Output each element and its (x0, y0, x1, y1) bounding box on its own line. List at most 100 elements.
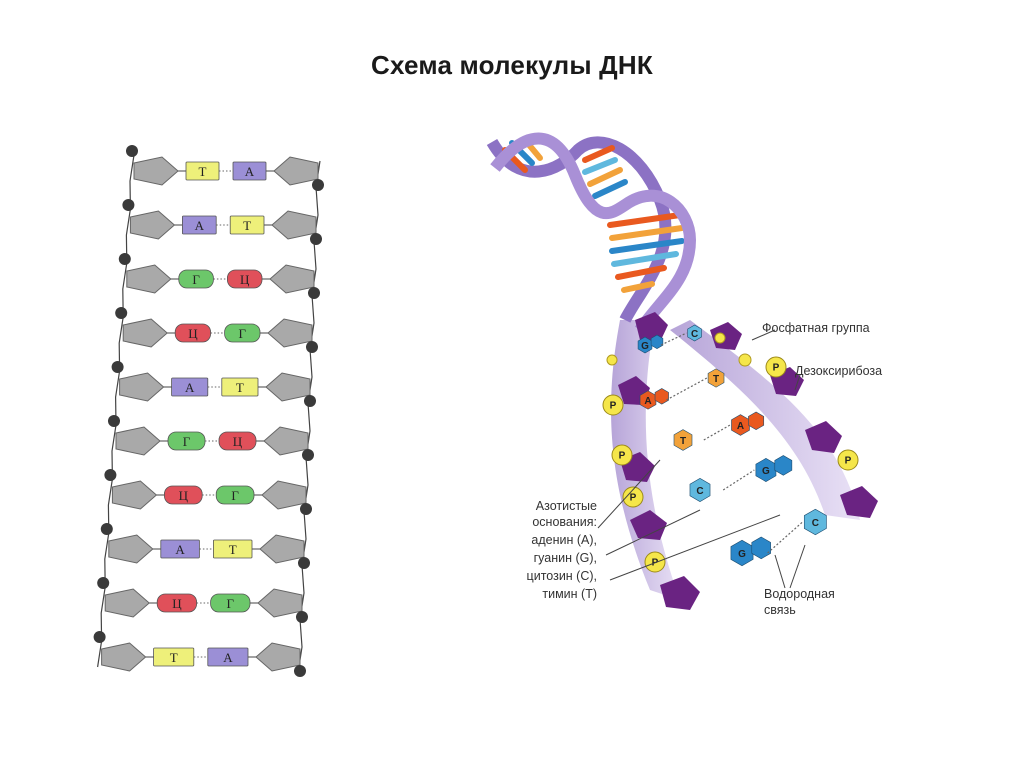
bases-label-line1: Азотистые (536, 499, 597, 513)
phosphate-dot (308, 287, 320, 299)
hydrogen-bond-label-line1: Водородная (764, 587, 835, 601)
base-letter-left: Ц (172, 596, 182, 611)
sugar-pentagon (261, 480, 307, 510)
base-letter-right: Г (231, 488, 239, 503)
phosphate-dot (296, 611, 308, 623)
phosphate-p-circle (602, 394, 624, 416)
phosphate-p-circle (611, 444, 633, 466)
base-letter-right: А (223, 650, 233, 665)
phosphate-p-circle (837, 449, 859, 471)
sugar-pentagon (265, 372, 311, 402)
hydrogen-bond-dots (660, 332, 687, 346)
sugar-pentagon (122, 318, 168, 348)
base-block-right (218, 431, 257, 451)
phosphate-dot (93, 631, 106, 643)
base-hexagon-left (673, 429, 693, 451)
phosphate-dot (97, 577, 110, 589)
phosphate-p-letter: P (845, 456, 852, 467)
phosphate-dot (300, 503, 312, 515)
right-backbone-line (297, 160, 321, 674)
base-block-right (210, 593, 251, 613)
base-letter-right: Т (229, 542, 237, 557)
base-block-right (229, 215, 265, 235)
base-letter-right: C (691, 329, 698, 340)
base-hexagon-left-ring (654, 388, 669, 405)
phosphate-dot (108, 415, 120, 427)
phosphate-p-letter: P (630, 493, 637, 504)
sugar-pentagon (111, 480, 158, 510)
base-letter-left: G (738, 549, 746, 560)
phosphate-p-circle (765, 356, 787, 378)
sugar-pentagon (267, 318, 313, 348)
base-block-right (221, 377, 259, 397)
base-block-right (226, 269, 263, 289)
base-letter-left: G (641, 341, 649, 352)
base-letter-left: Т (170, 650, 178, 665)
base-letter-right: Т (243, 218, 251, 233)
annotation-lines (597, 329, 806, 589)
sugar-pentagon (259, 534, 305, 564)
base-letter-right: Ц (240, 272, 250, 287)
phosphate-dot (122, 199, 135, 211)
helix-base-pair: GC (637, 324, 702, 354)
phosphate-dot (306, 341, 318, 353)
phosphate-circles (606, 332, 752, 367)
base-hexagon-right (803, 508, 827, 536)
bases-label-line2: основания: (532, 515, 597, 529)
phosphate-dot (304, 395, 316, 407)
deoxyribose-label: Дезоксирибоза (795, 364, 882, 378)
base-hexagon-left-ring (751, 536, 771, 560)
base-letter-left: Ц (188, 326, 198, 341)
sugar-pentagon (129, 210, 176, 240)
base-letter-left: А (175, 542, 185, 557)
phosphate-dot (312, 179, 324, 191)
base-hexagon-right (707, 368, 725, 388)
base-letter-left: Т (199, 164, 207, 179)
sugar-pentagon (115, 426, 161, 456)
sugar-pentagon (126, 264, 172, 294)
phosphate-p-circle (622, 486, 644, 508)
base-hexagon-right-ring (774, 455, 793, 476)
base-letter-right: Т (236, 380, 244, 395)
helix-base-pair: GC (730, 508, 827, 567)
phosphate-dot (115, 307, 128, 319)
base-letter-right: Г (227, 596, 235, 611)
sugar-pentagon (255, 642, 301, 672)
base-letter-left: Ц (179, 488, 189, 503)
base-letter-left: T (680, 436, 686, 447)
sugar-pentagon (257, 588, 303, 618)
phosphate-p-letter: P (610, 401, 617, 412)
phosphate-dot (111, 361, 124, 373)
base-letter-right: А (245, 164, 255, 179)
sugar-pentagon (271, 210, 317, 240)
sugar-pentagon (101, 642, 147, 672)
slide-title: Схема молекулы ДНК (371, 50, 653, 80)
base-block-right (224, 323, 261, 343)
base-hexagon-left-ring (650, 334, 664, 349)
base-hexagon-left (689, 478, 711, 502)
hydrogen-bond-dots (703, 424, 731, 441)
base-letter-left: A (644, 396, 651, 407)
cytosine-label: цитозин (С), (527, 569, 597, 583)
base-hexagon-right (687, 324, 702, 342)
guanine-label: гуанин (G), (534, 551, 597, 565)
base-letter-right: Г (239, 326, 247, 341)
helix-twist (486, 132, 697, 334)
phosphate-p-circle (644, 551, 666, 573)
sugar-pentagon (119, 372, 165, 402)
sugar-pentagon (273, 156, 319, 186)
phosphate-dot (294, 665, 306, 677)
right-ribbon (670, 320, 860, 520)
sugar-pentagon (263, 426, 309, 456)
base-block-right (215, 485, 255, 505)
base-letter-left: А (185, 380, 195, 395)
phosphate-group-label: Фосфатная группа (762, 321, 870, 335)
